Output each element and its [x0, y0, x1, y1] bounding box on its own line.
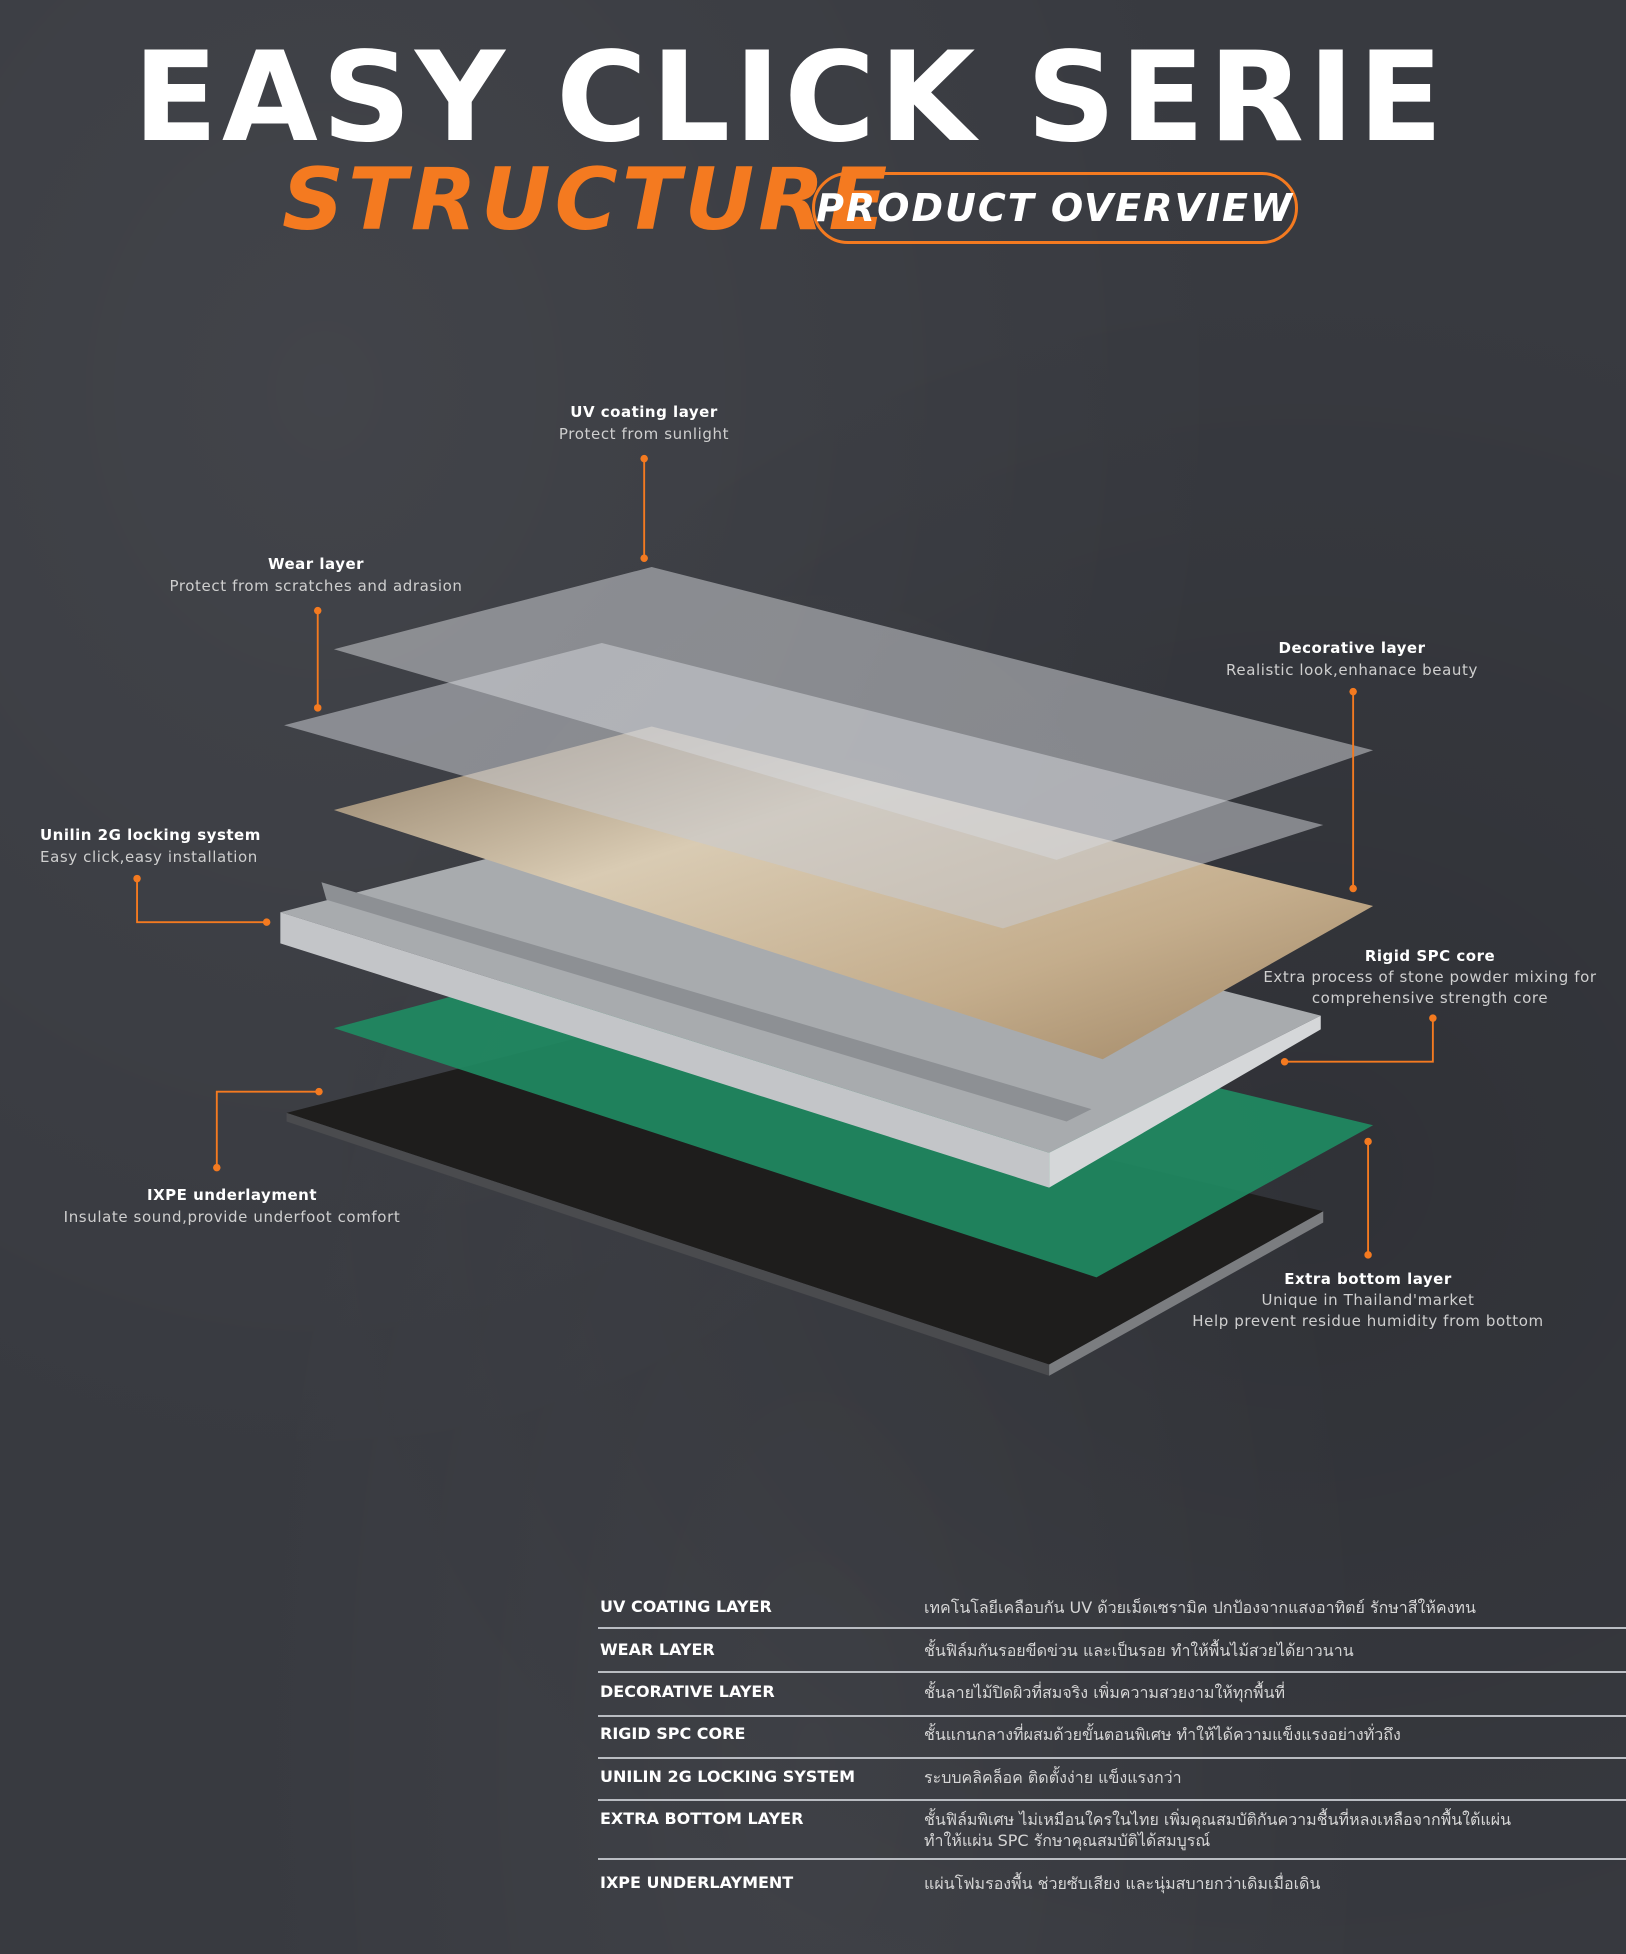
- callout-title: Decorative layer: [1278, 639, 1426, 657]
- product-overview-badge: PRODUCT OVERVIEW: [812, 172, 1298, 244]
- callout-decorative-layer: Decorative layer Realistic look,enhanace…: [1226, 637, 1478, 681]
- row-label: IXPE UNDERLAYMENT: [600, 1873, 794, 1892]
- callout-title: Extra bottom layer: [1284, 1270, 1452, 1288]
- callout-uv-coating: UV coating layer Protect from sunlight: [559, 401, 729, 445]
- row-label: DECORATIVE LAYER: [600, 1682, 775, 1701]
- page-title: EASY CLICK SERIE: [133, 26, 1447, 170]
- row-label: WEAR LAYER: [600, 1640, 715, 1659]
- row-divider: [598, 1715, 1626, 1717]
- callout-title: Rigid SPC core: [1364, 947, 1496, 965]
- black-bottom-layer: [286, 1034, 1324, 1376]
- callout-spc-core: Rigid SPC core Extra process of stone po…: [1263, 946, 1596, 1009]
- callout-dots: [133, 454, 1437, 1259]
- row-desc: ชั้นลายไม้ปิดผิวที่สมจริง เพิ่มความสวยงา…: [924, 1683, 1286, 1702]
- callout-desc: Protect from scratches and adrasion: [169, 577, 463, 595]
- callout-lines: [136, 458, 1434, 1255]
- callout-desc: Extra process of stone powder mixing for: [1263, 968, 1597, 986]
- row-divider: [598, 1757, 1626, 1759]
- callout-desc: Help prevent residue humidity from botto…: [1192, 1312, 1544, 1330]
- row-desc: ชั้นฟิล์มกันรอยขีดข่วน และเป็นรอย ทำให้พ…: [924, 1641, 1354, 1660]
- callout-desc: comprehensive strength core: [1311, 989, 1549, 1007]
- row-desc: ชั้นฟิล์มพิเศษ ไม่เหมือนใครในไทย เพิ่มคุ…: [924, 1810, 1512, 1829]
- callout-title: Unilin 2G locking system: [40, 826, 261, 844]
- row-label: UNILIN 2G LOCKING SYSTEM: [600, 1767, 856, 1786]
- callout-desc: Insulate sound,provide underfoot comfort: [63, 1208, 401, 1226]
- row-label: RIGID SPC CORE: [600, 1724, 746, 1743]
- section-subtitle: STRUCTURE: [282, 150, 892, 250]
- callout-title: IXPE underlayment: [146, 1186, 317, 1204]
- row-desc: แผ่นโฟมรองพื้น ช่วยซับเสียง และนุ่มสบายก…: [924, 1874, 1321, 1893]
- uv-coating-layer: [333, 567, 1374, 860]
- callout-title: Wear layer: [267, 555, 365, 573]
- callout-title: UV coating layer: [570, 403, 718, 421]
- callout-ixpe: IXPE underlayment Insulate sound,provide…: [64, 1184, 401, 1228]
- callout-desc: Easy click,easy installation: [40, 848, 258, 866]
- row-desc: ทำให้แผ่น SPC รักษาคุณสมบัติได้สมบูรณ์: [924, 1831, 1211, 1850]
- row-desc: ระบบคลิคล็อค ติดตั้งง่าย แข็งแรงกว่า: [924, 1768, 1182, 1787]
- callout-extra-bottom: Extra bottom layer Unique in Thailand'ma…: [1192, 1269, 1543, 1332]
- row-label: EXTRA BOTTOM LAYER: [600, 1809, 804, 1828]
- row-divider: [598, 1858, 1626, 1860]
- row-divider: [598, 1799, 1626, 1801]
- row-desc: ชั้นแกนกลางที่ผสมด้วยขั้นตอนพิเศษ ทำให้ไ…: [924, 1725, 1401, 1744]
- spc-core-layer: [280, 829, 1321, 1188]
- callout-desc: Realistic look,enhanace beauty: [1226, 661, 1478, 679]
- callout-desc: Protect from sunlight: [558, 425, 730, 443]
- row-label: UV COATING LAYER: [600, 1597, 772, 1616]
- callout-wear-layer: Wear layer Protect from scratches and ad…: [169, 553, 462, 597]
- callout-locking-system: Unilin 2G locking system Easy click,easy…: [40, 824, 261, 868]
- row-divider: [598, 1627, 1626, 1629]
- row-desc: เทคโนโลยีเคลือบกัน UV ด้วยเม็ดเซรามิค ปก…: [924, 1598, 1476, 1617]
- callout-desc: Unique in Thailand'market: [1261, 1291, 1475, 1309]
- row-divider: [598, 1671, 1626, 1673]
